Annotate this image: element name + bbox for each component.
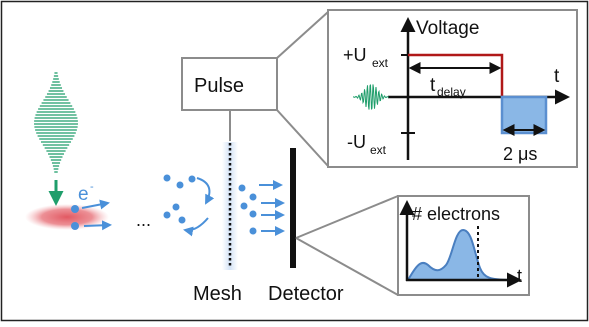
- electron-dot: [71, 205, 79, 213]
- reflect-arrow: [183, 217, 209, 237]
- minus-u-label: -U: [347, 132, 366, 152]
- mini-laser-pulse-icon: [353, 84, 389, 110]
- zoom-line: [276, 11, 329, 59]
- plus-u-label: +U: [343, 45, 367, 65]
- electrons-inset: # electrons t: [397, 195, 530, 296]
- tdelay-label: t: [430, 75, 436, 96]
- electron-dot: [249, 193, 257, 201]
- reflect-arrow: [196, 177, 215, 205]
- electron-distribution-curve: [407, 228, 513, 281]
- electron-arrow: [83, 220, 112, 231]
- zoom-line: [276, 109, 329, 167]
- voltage-inset: Voltage +U ext -U ext t delay t 2 μs: [327, 9, 578, 168]
- electron-dot: [240, 202, 248, 210]
- voltage-high-trace: [408, 53, 504, 97]
- pulse-label: Pulse: [194, 75, 244, 97]
- electron-dot: [249, 210, 257, 218]
- duration-label: 2 μs: [503, 144, 537, 164]
- electron-dot: [188, 175, 196, 183]
- mini-pulse-wave: [353, 84, 389, 110]
- voltage-low-pulse: [500, 95, 548, 135]
- detector-plate-icon: [290, 148, 296, 268]
- laser-pulse-icon: [34, 72, 78, 173]
- electrons-t-label: t: [517, 266, 522, 286]
- electron-label: e: [78, 184, 89, 205]
- electron-dot: [176, 181, 184, 189]
- electron-dot: [178, 216, 186, 224]
- electrons-axis-label: # electrons: [412, 204, 500, 224]
- electron-dot: [71, 222, 79, 230]
- voltage-axis-label: Voltage: [416, 18, 479, 39]
- electron-dot: [249, 227, 257, 235]
- electron-distribution-fill: [408, 230, 512, 280]
- plus-u-sub: ext: [372, 56, 389, 70]
- detector-label: Detector: [268, 283, 344, 305]
- electron-dot: [163, 174, 171, 182]
- electron-sup: -: [90, 181, 94, 193]
- minus-u-sub: ext: [370, 143, 387, 157]
- electron-dot: [163, 211, 171, 219]
- tdelay-sub: delay: [437, 85, 466, 99]
- electron-arrow: [81, 199, 110, 210]
- voltage-t-label: t: [554, 66, 560, 87]
- electron-cloud: [163, 174, 196, 224]
- electron-dot: [172, 203, 180, 211]
- ellipsis-text: ...: [136, 210, 151, 230]
- zoom-line: [295, 195, 399, 239]
- mesh-label: Mesh: [193, 283, 242, 305]
- electron-dot: [238, 184, 246, 192]
- pulse-box: [181, 57, 278, 111]
- zoom-line: [295, 237, 399, 296]
- mesh-glow: [222, 142, 238, 270]
- plasma-spot: [25, 204, 109, 230]
